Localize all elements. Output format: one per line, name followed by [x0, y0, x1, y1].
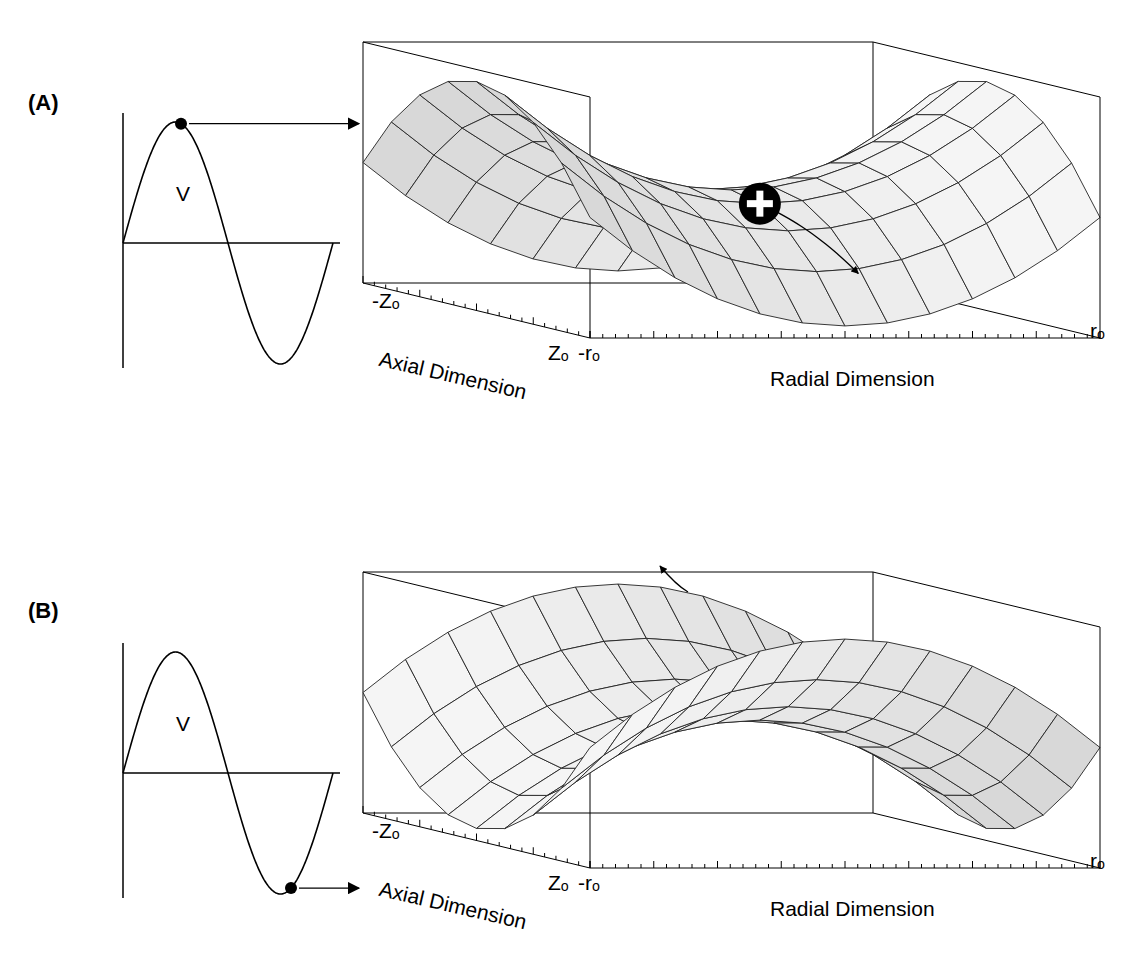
surface-cell	[533, 755, 604, 815]
surface-cell	[533, 122, 604, 196]
axis-title: Axial Dimension	[377, 878, 528, 932]
panel-letter: (A)	[28, 92, 59, 114]
surface-cell	[1029, 163, 1100, 250]
axis-tick-label: rₒ	[1090, 850, 1105, 871]
surface-cell	[604, 687, 675, 755]
surface-cell	[562, 714, 633, 788]
surface-cell	[1029, 714, 1100, 788]
axis-tick-label: rₒ	[1090, 320, 1105, 341]
bounding-box	[363, 572, 1100, 868]
axis-tick-label: -Zₒ	[372, 820, 400, 841]
axis-title: Radial Dimension	[770, 368, 935, 389]
saddle-surface	[363, 81, 1100, 325]
axis-label: V	[176, 183, 190, 204]
saddle-surface	[363, 584, 1100, 828]
voltage-wave	[123, 113, 359, 368]
ion	[739, 183, 858, 274]
panel-letter: (B)	[28, 600, 59, 622]
motion-arrow	[660, 566, 688, 592]
panel	[123, 42, 1100, 368]
axis-tick-label: -rₒ	[578, 872, 600, 893]
bounding-box-front	[363, 572, 1100, 868]
axis-tick-label: Zₒ	[548, 872, 569, 893]
voltage-wave	[123, 643, 359, 898]
axis-tick-label: -rₒ	[578, 342, 600, 363]
axis-tick-label: -Zₒ	[372, 290, 400, 311]
surface-cell	[562, 163, 633, 250]
axis-label: V	[176, 713, 190, 734]
axis-title: Axial Dimension	[377, 348, 528, 402]
axis-title: Radial Dimension	[770, 898, 935, 919]
bounding-box	[363, 42, 1100, 338]
bounding-box-front	[363, 42, 1100, 338]
panel	[123, 566, 1100, 898]
surface-cell	[505, 95, 576, 155]
axis-tick-label: Zₒ	[548, 342, 569, 363]
